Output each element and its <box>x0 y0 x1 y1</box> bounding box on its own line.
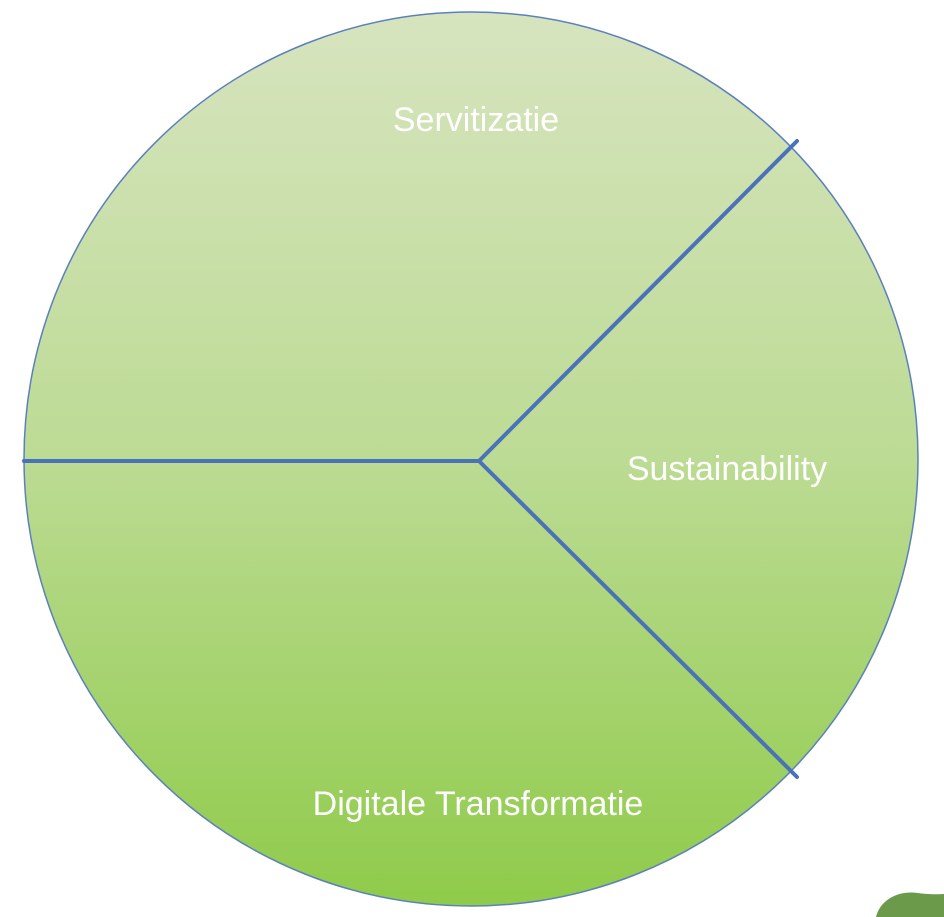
corner-decoration-shape <box>876 892 944 917</box>
segment-label-sustainability: Sustainability <box>627 450 827 488</box>
segment-label-digitale-transformatie: Digitale Transformatie <box>313 785 644 823</box>
segment-label-servitizatie: Servitizatie <box>393 101 559 139</box>
divider-line-upper-right <box>477 139 799 463</box>
divider-line-lower-right <box>477 459 799 779</box>
